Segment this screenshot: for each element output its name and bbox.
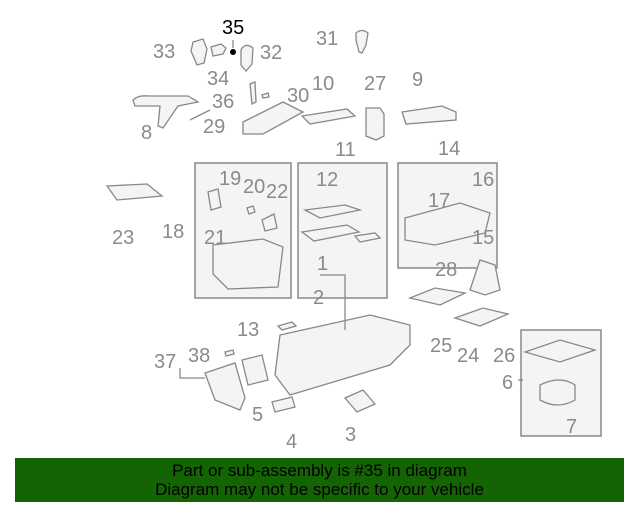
part-22 [261, 213, 278, 232]
part-29 [242, 101, 305, 135]
part-12 [302, 204, 363, 219]
part-label-1: 1 [317, 253, 328, 275]
part-1 [274, 314, 411, 396]
part-11-clip [353, 232, 382, 243]
part-label-13: 13 [237, 319, 259, 341]
part-25 [407, 287, 468, 306]
part-label-26: 26 [493, 345, 515, 367]
part-label-19: 19 [219, 168, 241, 190]
part-3 [343, 389, 377, 413]
part-label-18: 18 [162, 221, 184, 243]
part-label-31: 31 [316, 28, 338, 50]
part-label-12: 12 [316, 169, 338, 191]
part-9 [401, 105, 457, 125]
part-28 [469, 259, 501, 296]
part-31 [355, 29, 369, 54]
part-7 [539, 379, 576, 406]
part-label-36: 36 [212, 91, 234, 113]
part-label-15: 15 [472, 227, 494, 249]
part-label-37: 37 [154, 351, 176, 373]
part-label-2: 2 [313, 287, 324, 309]
info-line-part: Part or sub-assembly is #35 in diagram [172, 461, 467, 480]
leader-lines [179, 40, 523, 381]
part-label-25: 25 [430, 335, 452, 357]
part-4 [271, 396, 296, 413]
part-27 [365, 107, 385, 141]
part-label-38: 38 [188, 345, 210, 367]
part-label-8: 8 [141, 122, 152, 144]
part-label-20: 20 [243, 176, 265, 198]
part-label-14: 14 [438, 138, 460, 160]
info-line-disclaimer: Diagram may not be specific to your vehi… [155, 480, 484, 499]
part-shapes [105, 29, 598, 413]
part-label-5: 5 [252, 404, 263, 426]
part-23 [105, 183, 164, 201]
part-5 [241, 354, 269, 386]
part-label-30: 30 [287, 85, 309, 107]
part-label-22: 22 [266, 181, 288, 203]
part-label-28: 28 [435, 259, 457, 281]
part-32 [240, 44, 254, 73]
part-24 [452, 307, 511, 327]
part-35 [230, 49, 236, 55]
part-label-33: 33 [153, 41, 175, 63]
part-37 [204, 362, 246, 411]
part-label-11: 11 [335, 139, 356, 161]
part-label-29: 29 [203, 116, 225, 138]
part-label-24: 24 [457, 345, 479, 367]
part-label-3: 3 [345, 424, 356, 446]
part-36 [249, 81, 257, 106]
part-33 [190, 38, 208, 66]
part-label-17: 17 [428, 190, 450, 212]
part-label-7: 7 [566, 416, 577, 438]
part-label-4: 4 [286, 431, 297, 453]
part-label-34: 34 [207, 68, 229, 90]
info-banner: Part or sub-assembly is #35 in diagram D… [15, 458, 624, 502]
part-label-35: 35 [222, 17, 244, 39]
part-6-cupholder [522, 339, 598, 363]
part-label-9: 9 [412, 69, 423, 91]
part-label-10: 10 [312, 73, 334, 95]
part-label-6: 6 [502, 372, 513, 394]
part-label-21: 21 [204, 227, 226, 249]
part-19-21 [207, 188, 222, 211]
part-8 [132, 95, 200, 129]
part-20 [246, 205, 256, 215]
part-label-16: 16 [472, 169, 494, 191]
part-10 [300, 108, 357, 125]
part-label-27: 27 [364, 73, 386, 95]
part-label-23: 23 [112, 227, 134, 249]
part-30 [261, 92, 270, 99]
part-34 [210, 43, 227, 57]
part-14 [404, 202, 491, 246]
part-18-bin [212, 238, 284, 290]
part-11-tray [300, 224, 361, 242]
part-label-32: 32 [260, 42, 282, 64]
part-13 [276, 321, 298, 331]
part-38 [224, 349, 235, 357]
